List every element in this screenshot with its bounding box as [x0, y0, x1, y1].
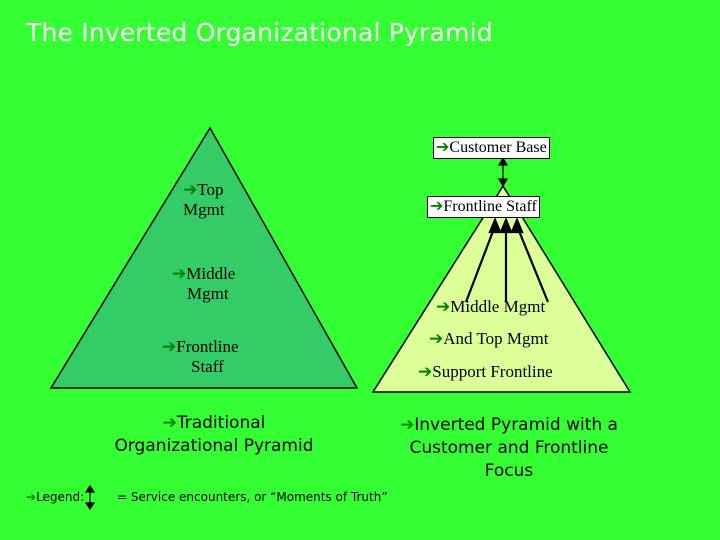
- support-lines: [464, 217, 550, 303]
- legend-description: = Service encounters, or “Moments of Tru…: [117, 490, 388, 504]
- arrow-icon: ➔: [418, 362, 433, 381]
- middle-mgmt-label: ➔Middle Mgmt: [436, 297, 546, 316]
- arrow-icon: ➔: [183, 180, 198, 199]
- arrow-icon: ➔: [26, 490, 37, 504]
- legend-label: ➔Legend:: [26, 490, 85, 504]
- legend-arrow: [84, 484, 96, 511]
- arrow-icon: ➔: [162, 413, 177, 433]
- and-top-mgmt-label: ➔And Top Mgmt: [429, 329, 549, 348]
- traditional-caption: ➔Traditional Organizational Pyramid: [114, 413, 314, 456]
- arrow-icon: ➔: [400, 415, 415, 435]
- traditional-level-frontline: ➔Frontline Staff: [162, 337, 239, 377]
- customer-base-label: ➔Customer Base: [433, 137, 550, 159]
- arrow-icon: ➔: [436, 139, 450, 156]
- frontline-staff-label: ➔Frontline Staff: [427, 196, 540, 218]
- inverted-caption: ➔Inverted Pyramid with a Customer and Fr…: [400, 415, 618, 481]
- inverted-pyramid: [371, 184, 632, 393]
- arrow-icon: ➔: [436, 297, 451, 316]
- slide-title: The Inverted Organizational Pyramid: [26, 18, 493, 47]
- arrow-icon: ➔: [429, 329, 444, 348]
- traditional-level-top: ➔Top Mgmt: [183, 180, 225, 220]
- arrow-icon: ➔: [430, 198, 444, 215]
- support-frontline-label: ➔Support Frontline: [418, 362, 553, 381]
- traditional-pyramid: [49, 126, 359, 389]
- arrow-icon: ➔: [162, 337, 177, 356]
- traditional-level-middle: ➔Middle Mgmt: [172, 264, 236, 304]
- arrow-icon: ➔: [172, 264, 187, 283]
- service-encounter-arrow: [497, 156, 509, 188]
